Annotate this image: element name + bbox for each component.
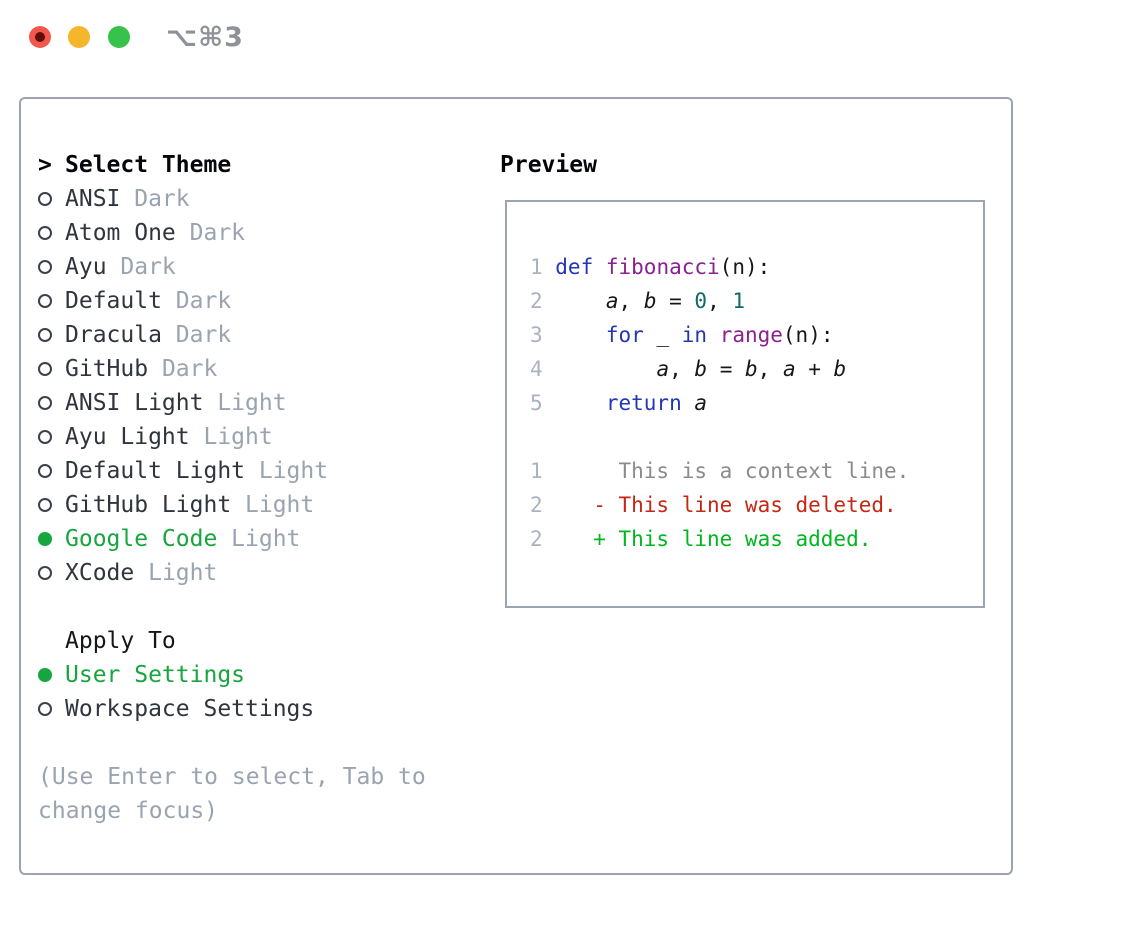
line-number: 2 <box>530 527 543 551</box>
line-number: 3 <box>530 323 543 347</box>
apply-option-user-settings[interactable]: User Settings <box>38 658 500 692</box>
title-bar: ⌥⌘3 <box>0 0 1140 75</box>
option-label: Google Code <box>65 526 218 552</box>
line-number: 1 <box>530 459 543 483</box>
apply-to-title: Apply To <box>65 628 176 654</box>
theme-option-github[interactable]: GitHub Dark <box>38 352 500 386</box>
diff-text: - This line was deleted. <box>555 493 897 517</box>
diff-line-context: 1 This is a context line. <box>530 454 983 488</box>
radio-icon <box>38 226 65 240</box>
diff-text: This is a context line. <box>555 459 910 483</box>
select-theme-title: Select Theme <box>65 152 232 178</box>
option-label: Ayu Light <box>65 424 190 450</box>
theme-option-ayu-light[interactable]: Ayu Light Light <box>38 420 500 454</box>
radio-icon <box>38 396 65 410</box>
code-line: 4 a, b = b, a + b <box>530 352 983 386</box>
variant-label: Light <box>258 458 329 484</box>
diff-line-added: 2 + This line was added. <box>530 522 983 556</box>
spacer <box>38 590 500 624</box>
focus-caret-icon: > <box>38 152 52 178</box>
theme-option-xcode[interactable]: XCode Light <box>38 556 500 590</box>
theme-option-ansi[interactable]: ANSI Dark <box>38 182 500 216</box>
theme-option-github-light[interactable]: GitHub Light Light <box>38 488 500 522</box>
diff-line-deleted: 2 - This line was deleted. <box>530 488 983 522</box>
apply-option-workspace-settings[interactable]: Workspace Settings <box>38 692 500 726</box>
diff-text: + This line was added. <box>555 527 872 551</box>
radio-icon <box>38 566 65 580</box>
radio-icon <box>38 702 65 716</box>
apply-to-header: Apply To <box>38 624 500 658</box>
radio-icon <box>38 328 65 342</box>
theme-option-dracula[interactable]: Dracula Dark <box>38 318 500 352</box>
theme-option-ayu[interactable]: Ayu Dark <box>38 250 500 284</box>
variant-label: Dark <box>189 220 246 246</box>
radio-icon <box>38 430 65 444</box>
variant-label: Light <box>217 390 287 416</box>
theme-option-default-light[interactable]: Default Light Light <box>38 454 500 488</box>
variant-label: Light <box>148 560 218 586</box>
radio-selected-icon <box>38 532 65 546</box>
option-label: Ayu <box>65 254 107 280</box>
diff-lines: 1 This is a context line.2 - This line w… <box>530 454 983 556</box>
option-label: XCode <box>65 560 135 586</box>
help-text: (Use Enter to select, Tab to change focu… <box>38 764 426 824</box>
spacer <box>530 420 983 454</box>
option-label: User Settings <box>65 662 246 688</box>
variant-label: Light <box>231 526 301 552</box>
option-label: Default <box>65 288 162 314</box>
theme-option-ansi-light[interactable]: ANSI Light Light <box>38 386 500 420</box>
radio-icon <box>38 464 65 478</box>
variant-label: Light <box>245 492 315 518</box>
option-label: ANSI Light <box>65 390 204 416</box>
radio-icon <box>38 498 65 512</box>
code-line: 2 a, b = 0, 1 <box>530 284 983 318</box>
radio-icon <box>38 192 65 206</box>
radio-selected-icon <box>38 668 65 682</box>
option-label: Workspace Settings <box>65 696 315 722</box>
variant-label: Dark <box>134 186 190 212</box>
variant-label: Dark <box>161 356 218 382</box>
line-number: 2 <box>530 289 543 313</box>
code-line: 3 for _ in range(n): <box>530 318 983 352</box>
close-button[interactable] <box>29 26 51 48</box>
preview-title: Preview <box>500 152 597 178</box>
line-number: 2 <box>530 493 543 517</box>
line-number: 4 <box>530 357 543 381</box>
variant-label: Dark <box>175 322 232 348</box>
theme-option-google-code[interactable]: Google Code Light <box>38 522 500 556</box>
option-label: GitHub <box>65 356 149 382</box>
radio-icon <box>38 362 65 376</box>
maximize-button[interactable] <box>108 26 130 48</box>
option-label: Dracula <box>65 322 162 348</box>
variant-label: Dark <box>120 254 176 280</box>
theme-option-default[interactable]: Default Dark <box>38 284 500 318</box>
variant-label: Light <box>203 424 273 450</box>
select-theme-header: > Select Theme <box>38 148 500 182</box>
option-label: GitHub Light <box>65 492 232 518</box>
radio-icon <box>38 294 65 308</box>
radio-icon <box>38 260 65 274</box>
option-label: Atom One <box>65 220 176 246</box>
code-line: 5 return a <box>530 386 983 420</box>
option-label: Default Light <box>65 458 246 484</box>
option-label: ANSI <box>65 186 121 212</box>
variant-label: Dark <box>175 288 232 314</box>
minimize-button[interactable] <box>68 26 90 48</box>
line-number: 1 <box>530 255 543 279</box>
theme-option-atom-one[interactable]: Atom One Dark <box>38 216 500 250</box>
line-number: 5 <box>530 391 543 415</box>
window-title: ⌥⌘3 <box>166 22 244 53</box>
